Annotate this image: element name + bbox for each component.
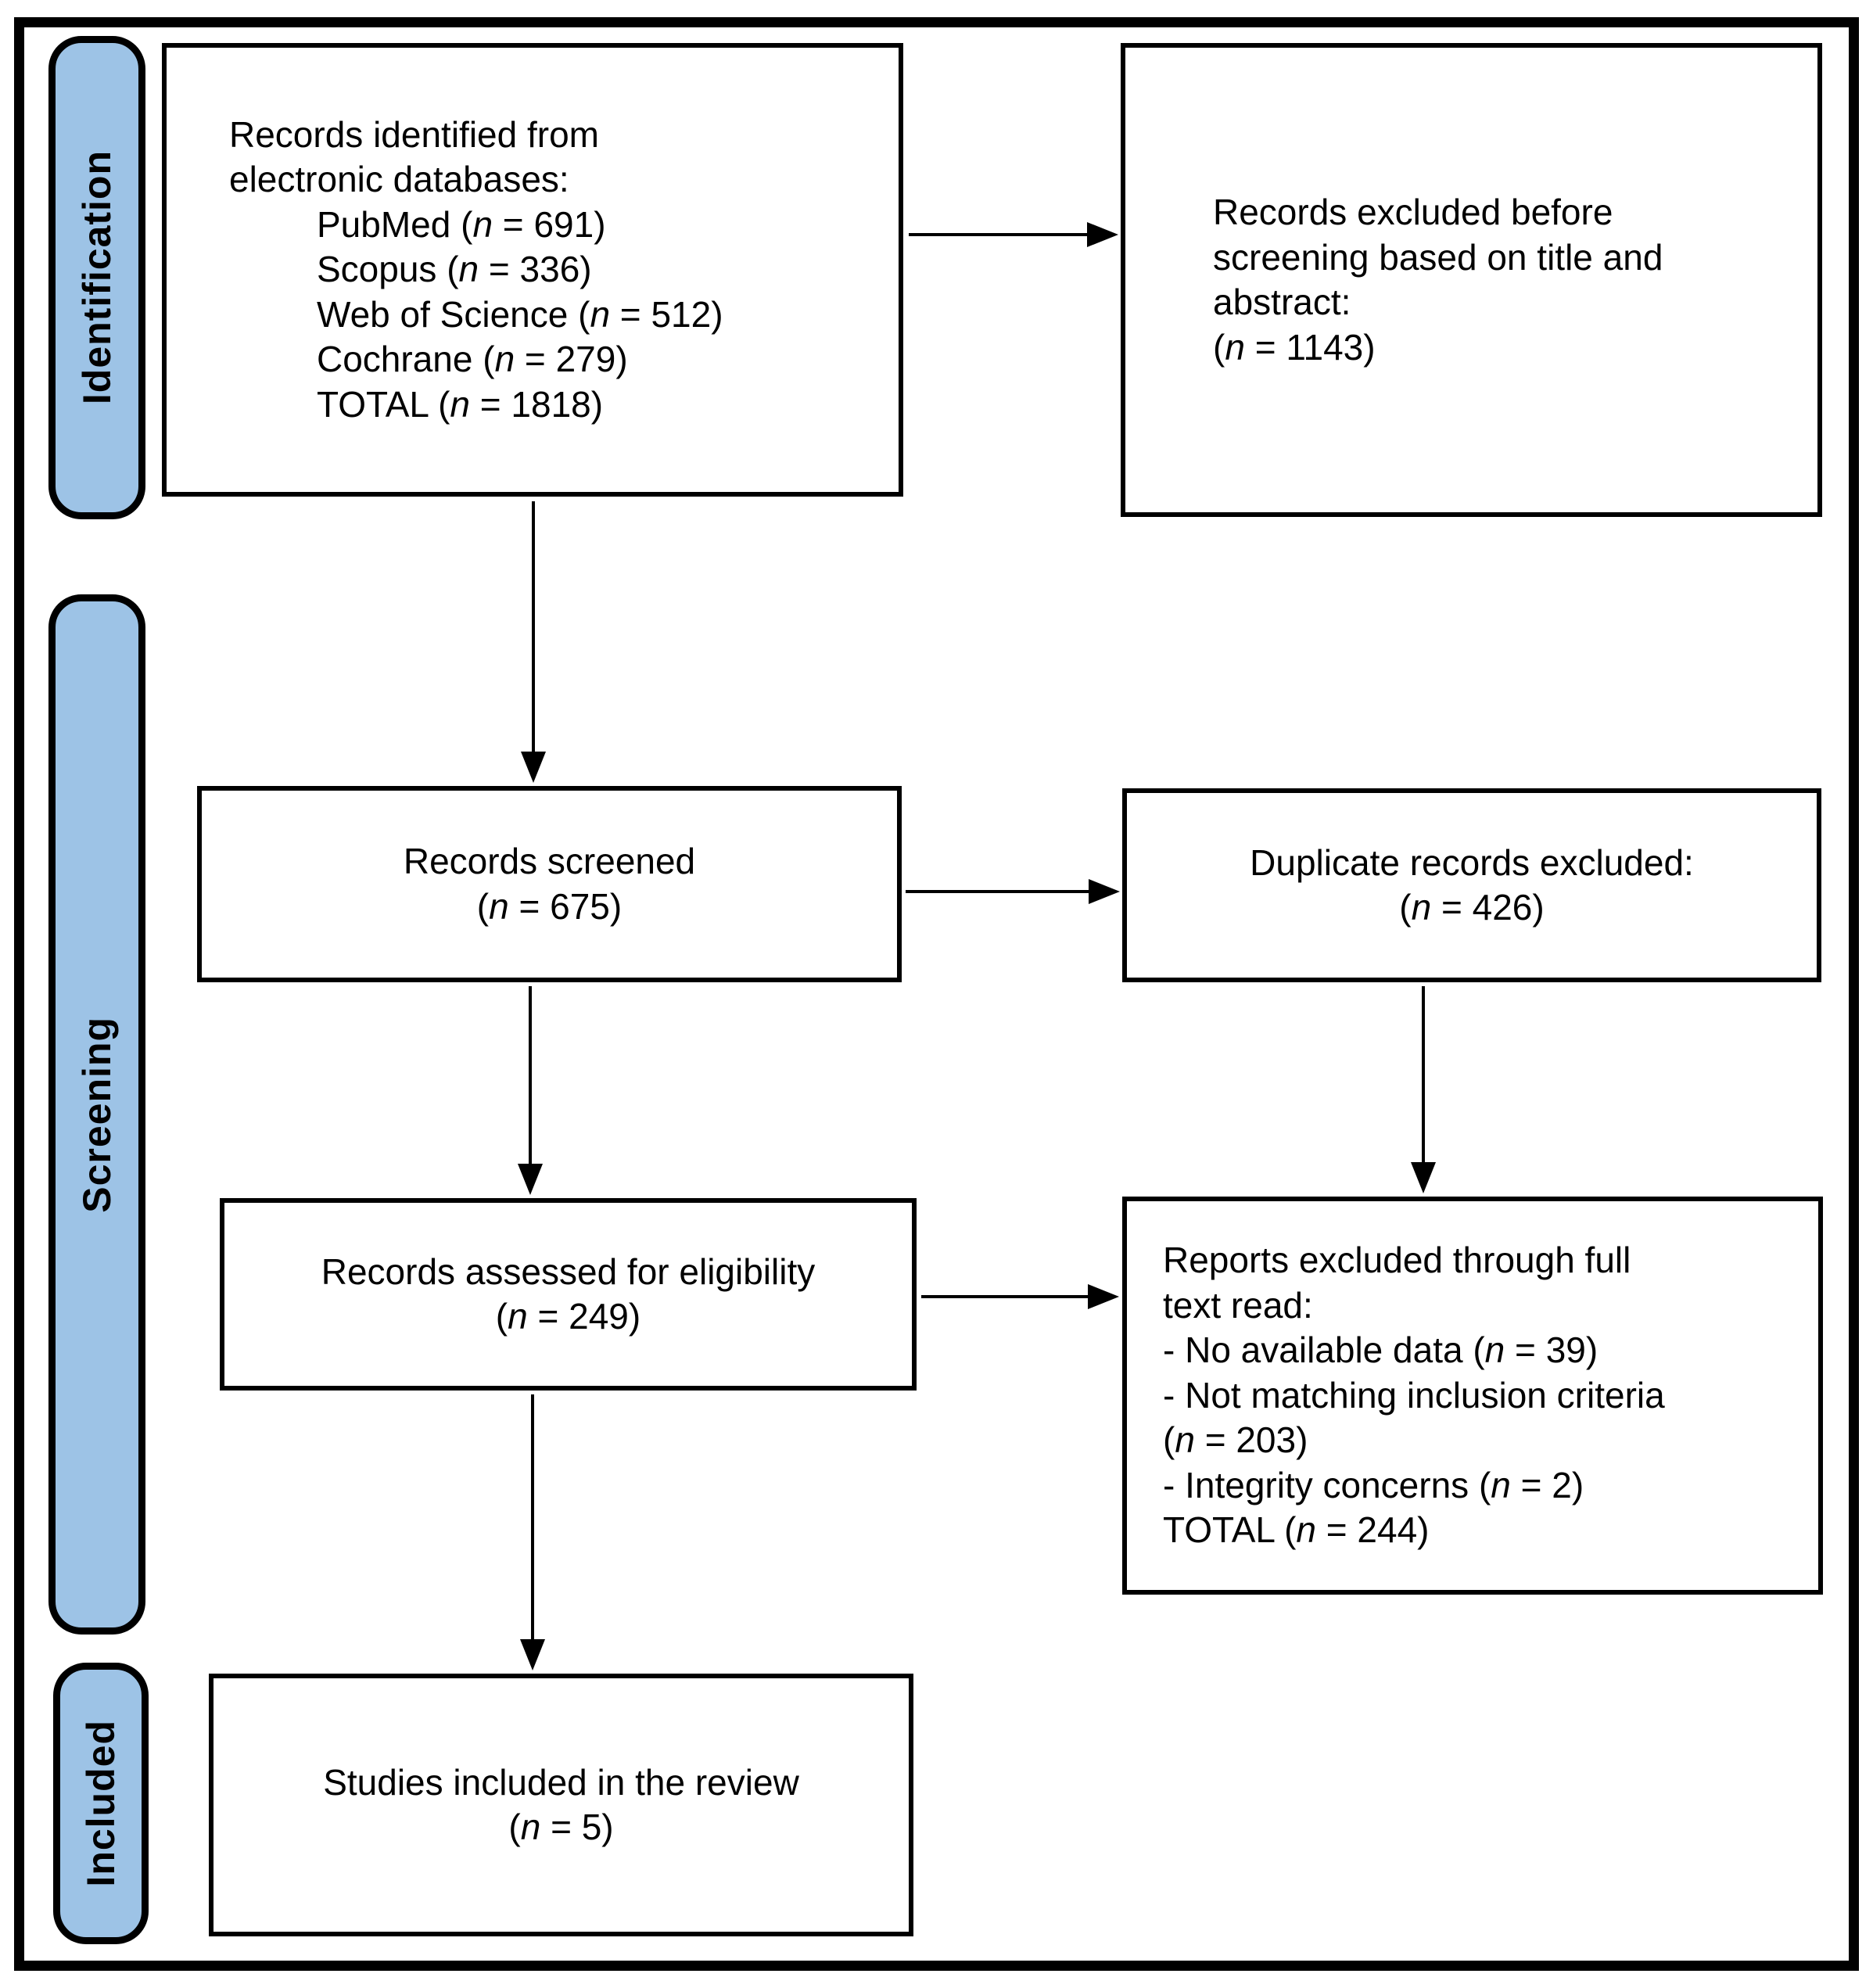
stage-label-identification: Identification (48, 36, 145, 519)
box-records-screened: Records screened(n = 675) (197, 786, 902, 982)
text-line: (n = 203) (1163, 1419, 1308, 1461)
text-line: Scopus (n = 336) (317, 249, 592, 290)
text-line: Studies included in the review (323, 1761, 799, 1803)
text-line: text read: (1163, 1284, 1313, 1326)
text-line: Duplicate records excluded: (1250, 841, 1694, 883)
text-line: (n = 249) (495, 1296, 641, 1337)
text-line: electronic databases: (229, 159, 569, 200)
text-line: TOTAL (n = 1818) (317, 383, 604, 425)
text-line: Records assessed for eligibility (321, 1251, 816, 1292)
text-line: (n = 1143) (1213, 326, 1376, 368)
text-line: Records identified from (229, 113, 599, 155)
text-line: (n = 5) (508, 1807, 614, 1847)
text-line: Web of Science (n = 512) (317, 293, 723, 335)
box-duplicate-records-excluded: Duplicate records excluded:(n = 426) (1122, 788, 1821, 982)
stage-label-screening: Screening (48, 594, 145, 1635)
text-line: Reports excluded through full (1163, 1240, 1631, 1281)
text-line: Cochrane (n = 279) (317, 339, 628, 380)
text-line: abstract: (1213, 282, 1351, 322)
text-line: - Not matching inclusion criteria (1163, 1374, 1665, 1416)
stage-label-included: Included (53, 1663, 149, 1944)
stage-label-screening-text: Screening (75, 1016, 119, 1213)
text-line: Records excluded before (1213, 192, 1613, 232)
box-studies-included-in-review: Studies included in the review(n = 5) (209, 1674, 913, 1936)
stage-label-identification-text: Identification (75, 150, 119, 405)
text-line: (n = 426) (1399, 887, 1545, 928)
stage-label-included-text: Included (79, 1720, 123, 1887)
text-line: - Integrity concerns (n = 2) (1163, 1464, 1584, 1505)
text-line: screening based on title and (1213, 236, 1663, 278)
text-line: - No available data (n = 39) (1163, 1330, 1599, 1371)
text-line: Records screened (403, 841, 696, 881)
text-line: (n = 675) (476, 885, 623, 927)
box-records-assessed-for-eligibility: Records assessed for eligibility(n = 249… (220, 1198, 917, 1391)
diagram-outer-frame (14, 17, 1859, 1971)
text-line: PubMed (n = 691) (317, 203, 606, 245)
text-line: TOTAL (n = 244) (1163, 1509, 1430, 1551)
